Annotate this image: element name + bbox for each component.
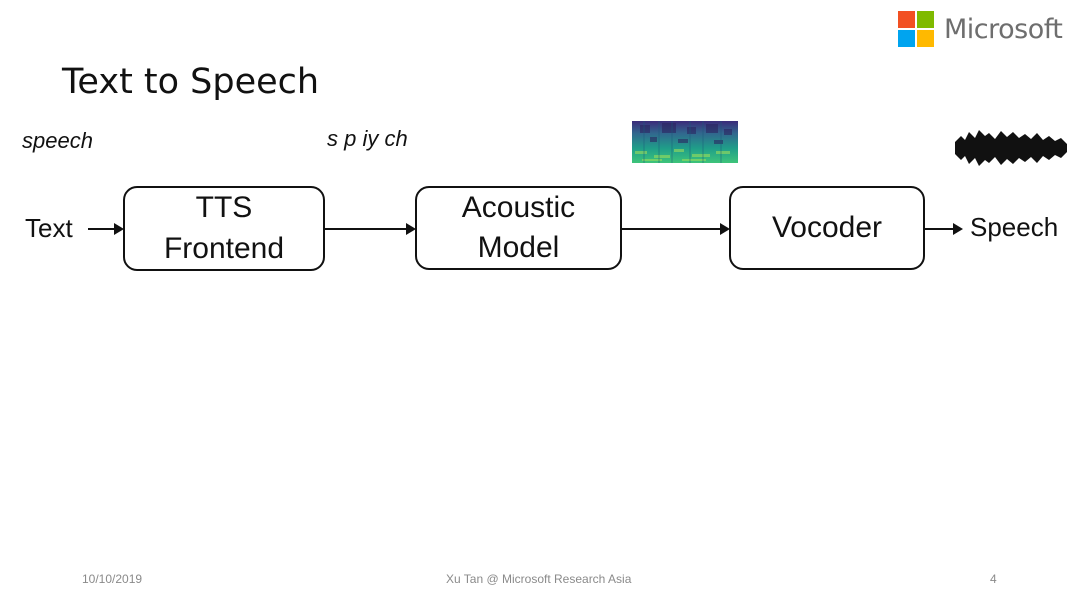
- word-annotation: speech: [22, 128, 93, 153]
- footer-date: 10/10/2019: [82, 572, 143, 586]
- vocoder-line1: Vocoder: [771, 210, 883, 244]
- acoustic-model-line1: Acoustic: [461, 190, 576, 224]
- tts-frontend-line1: TTS: [195, 191, 253, 224]
- slide-title: Text to Speech: [62, 62, 320, 102]
- arrow-vocoder-to-speech: [925, 223, 963, 235]
- tts-frontend-line2: Frontend: [163, 231, 285, 265]
- output-label-speech: Speech: [970, 212, 1059, 242]
- input-label-text: Text: [25, 213, 73, 243]
- vocoder-block: Vocoder: [729, 186, 925, 270]
- brand-name: Microsoft: [944, 13, 1063, 45]
- logo-square-yellow: [917, 30, 934, 47]
- arrow-text-to-frontend: [88, 223, 124, 235]
- logo-square-green: [917, 11, 934, 28]
- mel-spectrogram-icon: [632, 121, 738, 163]
- windows-logo-icon: [898, 11, 934, 47]
- arrow-acoustic-to-vocoder: [622, 223, 730, 235]
- logo-square-red: [898, 11, 915, 28]
- microsoft-logo: Microsoft: [898, 10, 1063, 48]
- arrow-frontend-to-acoustic: [325, 223, 416, 235]
- audio-waveform-icon: [955, 130, 1067, 166]
- footer-page-number: 4: [990, 572, 997, 586]
- footer-author: Xu Tan @ Microsoft Research Asia: [446, 572, 632, 586]
- acoustic-model-line2: Model: [477, 231, 560, 264]
- tts-frontend-block: TTS Frontend: [123, 186, 325, 271]
- phoneme-annotation: s p iy ch: [327, 126, 408, 151]
- logo-square-blue: [898, 30, 915, 47]
- acoustic-model-block: Acoustic Model: [415, 186, 622, 270]
